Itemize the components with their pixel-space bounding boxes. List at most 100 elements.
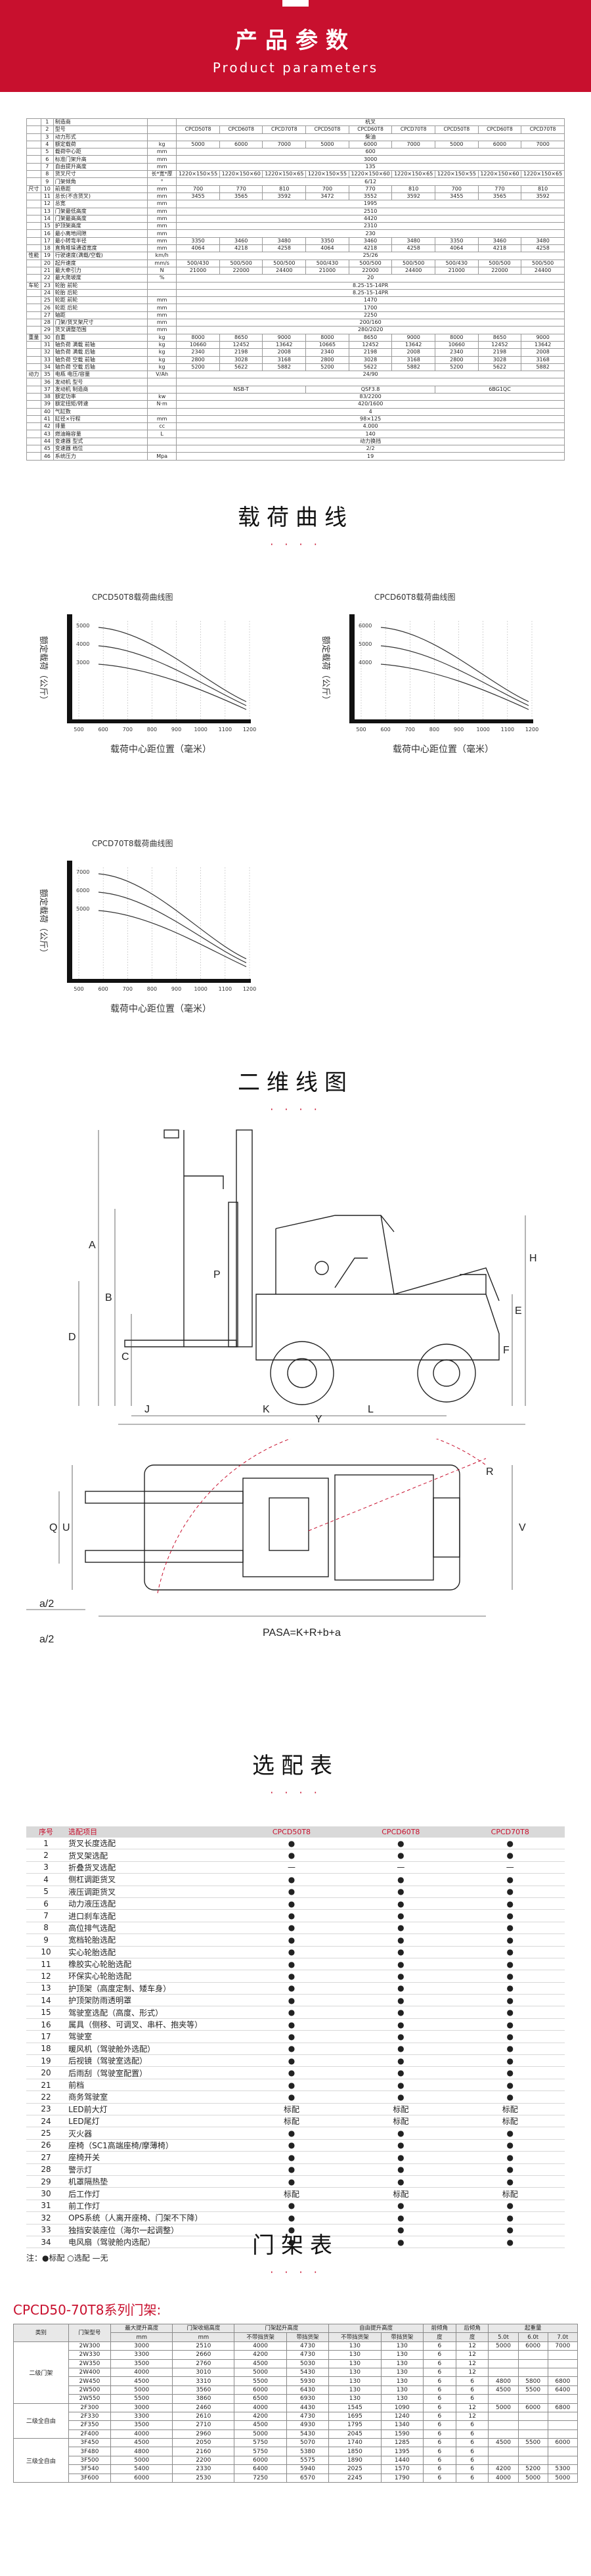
mast-value: 3310 <box>172 2376 235 2386</box>
spec-value: 500/500 <box>521 259 565 267</box>
options-mark: ● <box>455 1933 565 1947</box>
mast-value: 2610 <box>172 2411 235 2422</box>
dim-label-y: Y <box>315 1414 322 1425</box>
mast-value: 1090 <box>380 2403 424 2412</box>
mast-value: 130 <box>380 2367 424 2378</box>
options-no: 4 <box>26 1873 66 1886</box>
spec-value: CPCD60T8 <box>477 125 522 134</box>
options-mark: ● <box>346 1994 456 2007</box>
options-mark: ● <box>236 2018 347 2031</box>
mast-value: 5030 <box>286 2359 330 2368</box>
spec-no: 22 <box>40 274 54 282</box>
mast-value: 6430 <box>286 2385 330 2395</box>
spec-value: 1220×150×65 <box>262 170 307 179</box>
mast-value: 4500 <box>234 2420 287 2430</box>
mast-value: 1570 <box>380 2464 424 2474</box>
options-no: 18 <box>26 2043 66 2056</box>
spec-no: 10 <box>40 185 54 193</box>
spec-no: 5 <box>40 148 54 156</box>
options-item: 动力液压选配 <box>66 1897 237 1910</box>
options-no: 13 <box>26 1982 66 1995</box>
spec-no: 7 <box>40 162 54 171</box>
mast-value: 5000 <box>517 2473 548 2483</box>
options-no: 15 <box>26 2006 66 2019</box>
dim-label-r: R <box>486 1466 494 1478</box>
mast-value: 4800 <box>110 2447 173 2456</box>
options-mark: ● <box>455 2200 565 2213</box>
spec-value: 3565 <box>219 192 263 201</box>
spec-unit: mm <box>147 185 177 193</box>
options-mark: — <box>346 1861 456 1874</box>
curve-x-axis-bar <box>349 719 533 723</box>
mast-value: 6 <box>423 2403 456 2412</box>
mast-code: 2W330 <box>68 2350 112 2360</box>
spec-group <box>26 125 41 134</box>
drawings-title-dots: · · · · <box>270 1103 321 1116</box>
mast-head: 后倾角 <box>455 2323 489 2334</box>
options-mark: ● <box>455 1897 565 1910</box>
mast-value: 6 <box>423 2411 456 2422</box>
mast-value: 3300 <box>110 2411 173 2422</box>
spec-value: CPCD60T8 <box>348 125 393 134</box>
spec-value: 1220×150×60 <box>477 170 522 179</box>
spec-group <box>26 363 41 372</box>
curve-line <box>98 645 247 706</box>
curve-y-label: 额定载荷（公斤） <box>38 636 48 704</box>
options-mark: 标配 <box>236 2103 347 2115</box>
mast-value: 5000 <box>110 2455 173 2466</box>
mast-value: 6800 <box>547 2376 579 2386</box>
spec-value: 500/500 <box>391 259 435 267</box>
mast-code: 3F500 <box>68 2455 112 2466</box>
options-item: 电风扇（驾驶舱内选配） <box>66 2236 237 2249</box>
spec-value: 2340 <box>176 348 220 357</box>
spec-item: 额定扭矩/转速 <box>53 400 148 409</box>
spec-value: 2310 <box>176 222 565 231</box>
spec-item: 燃油箱容量 <box>53 430 148 438</box>
spec-unit: mm <box>147 237 177 246</box>
mast-value: 4500 <box>234 2359 287 2368</box>
spec-item: 轮胎 后轮 <box>53 288 148 298</box>
curve-y-tick: 5000 <box>76 906 89 912</box>
mast-subhead: mm <box>110 2332 173 2342</box>
mast-head: 起重量 <box>488 2323 578 2334</box>
spec-unit: mm <box>147 229 177 238</box>
spec-group <box>26 378 41 386</box>
mast-code: 3F480 <box>68 2447 112 2456</box>
spec-no: 41 <box>40 415 54 424</box>
spec-value: 2340 <box>305 348 349 357</box>
spec-item: 发动机 制造商 <box>53 385 148 394</box>
dim-label-l: L <box>368 1404 374 1415</box>
options-mark: ● <box>236 2236 347 2249</box>
mast-value: 12 <box>455 2359 489 2368</box>
mast-value: 6 <box>455 2385 489 2395</box>
mast-value: 4500 <box>110 2438 173 2448</box>
spec-no: 30 <box>40 333 54 342</box>
curve-x-tick: 600 <box>98 986 108 992</box>
curve-x-tick: 1200 <box>525 727 538 733</box>
spec-unit: cc <box>147 422 177 431</box>
spec-item: 最大牵引力 <box>53 266 148 275</box>
spec-unit: N <box>147 266 177 275</box>
options-no: 30 <box>26 2187 66 2200</box>
curve-line <box>98 910 247 967</box>
spec-value: 13642 <box>391 340 435 350</box>
options-mark: ● <box>236 1922 347 1935</box>
spec-group <box>26 400 41 409</box>
spec-item: 制造商 <box>53 118 148 127</box>
curve-x-tick: 1200 <box>243 727 256 733</box>
options-mark: ● <box>236 2030 347 2043</box>
options-item: LED尾灯 <box>66 2115 237 2128</box>
mast-value: 6 <box>455 2376 489 2386</box>
options-mark: ● <box>455 1946 565 1958</box>
mast-value: 4500 <box>110 2376 173 2386</box>
mast-caption: CPCD50-70T8系列门架: <box>13 2302 162 2318</box>
spec-unit <box>147 288 177 298</box>
